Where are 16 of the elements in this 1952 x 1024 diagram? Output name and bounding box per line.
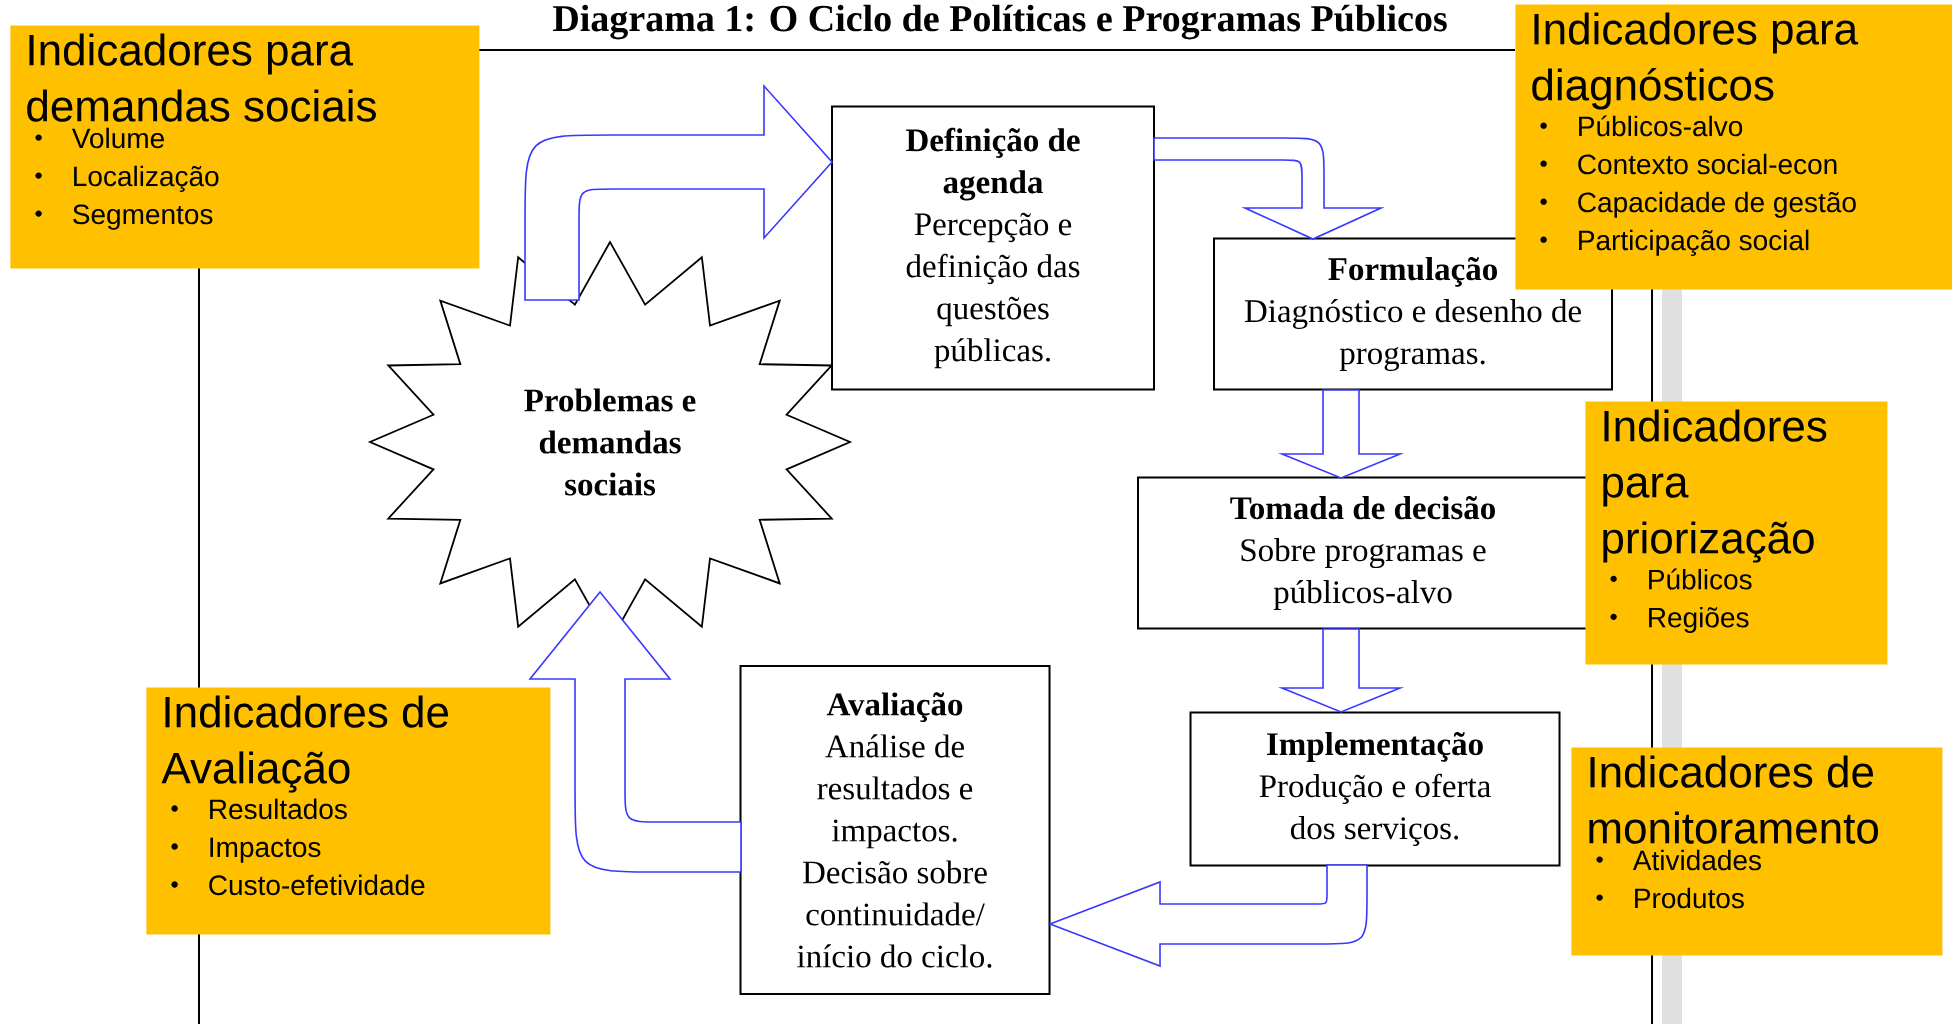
block-arrow	[1277, 628, 1405, 713]
block-arrow	[524, 85, 833, 301]
indicator-box: Indicadores de Avaliação Resultados Impactos Custo-efetividade	[146, 687, 551, 935]
block-arrow	[529, 591, 742, 873]
indicator-box: Indicadores de monitoramento Atividades Produtos	[1571, 747, 1943, 956]
process-box: Avaliação Análise de resultados e impactos. Decisão sobre continuidade/ início do ciclo.	[739, 665, 1051, 995]
indicator-box: Indicadores para priorização Públicos Regiões	[1585, 401, 1888, 665]
process-box: Definição de agenda Percepção e definição das questões públicas.	[831, 105, 1155, 391]
block-arrow	[1277, 389, 1405, 479]
block-arrow	[1049, 864, 1368, 967]
process-box: Tomada de decisão Sobre programas e públicos-alvo	[1137, 476, 1589, 630]
indicator-box: Indicadores para demandas sociais Volume Localização Segmentos	[10, 25, 480, 269]
title: Diagrama 1: O Ciclo de Políticas e Programas Públicos	[553, 4, 1447, 40]
indicator-box: Indicadores para diagnósticos Públicos-alvo Contexto social-econ Capacidade de gestão Participação social	[1515, 4, 1952, 290]
process-box: Implementação Produção e oferta dos serviços.	[1189, 711, 1561, 867]
block-arrow	[1153, 137, 1382, 240]
